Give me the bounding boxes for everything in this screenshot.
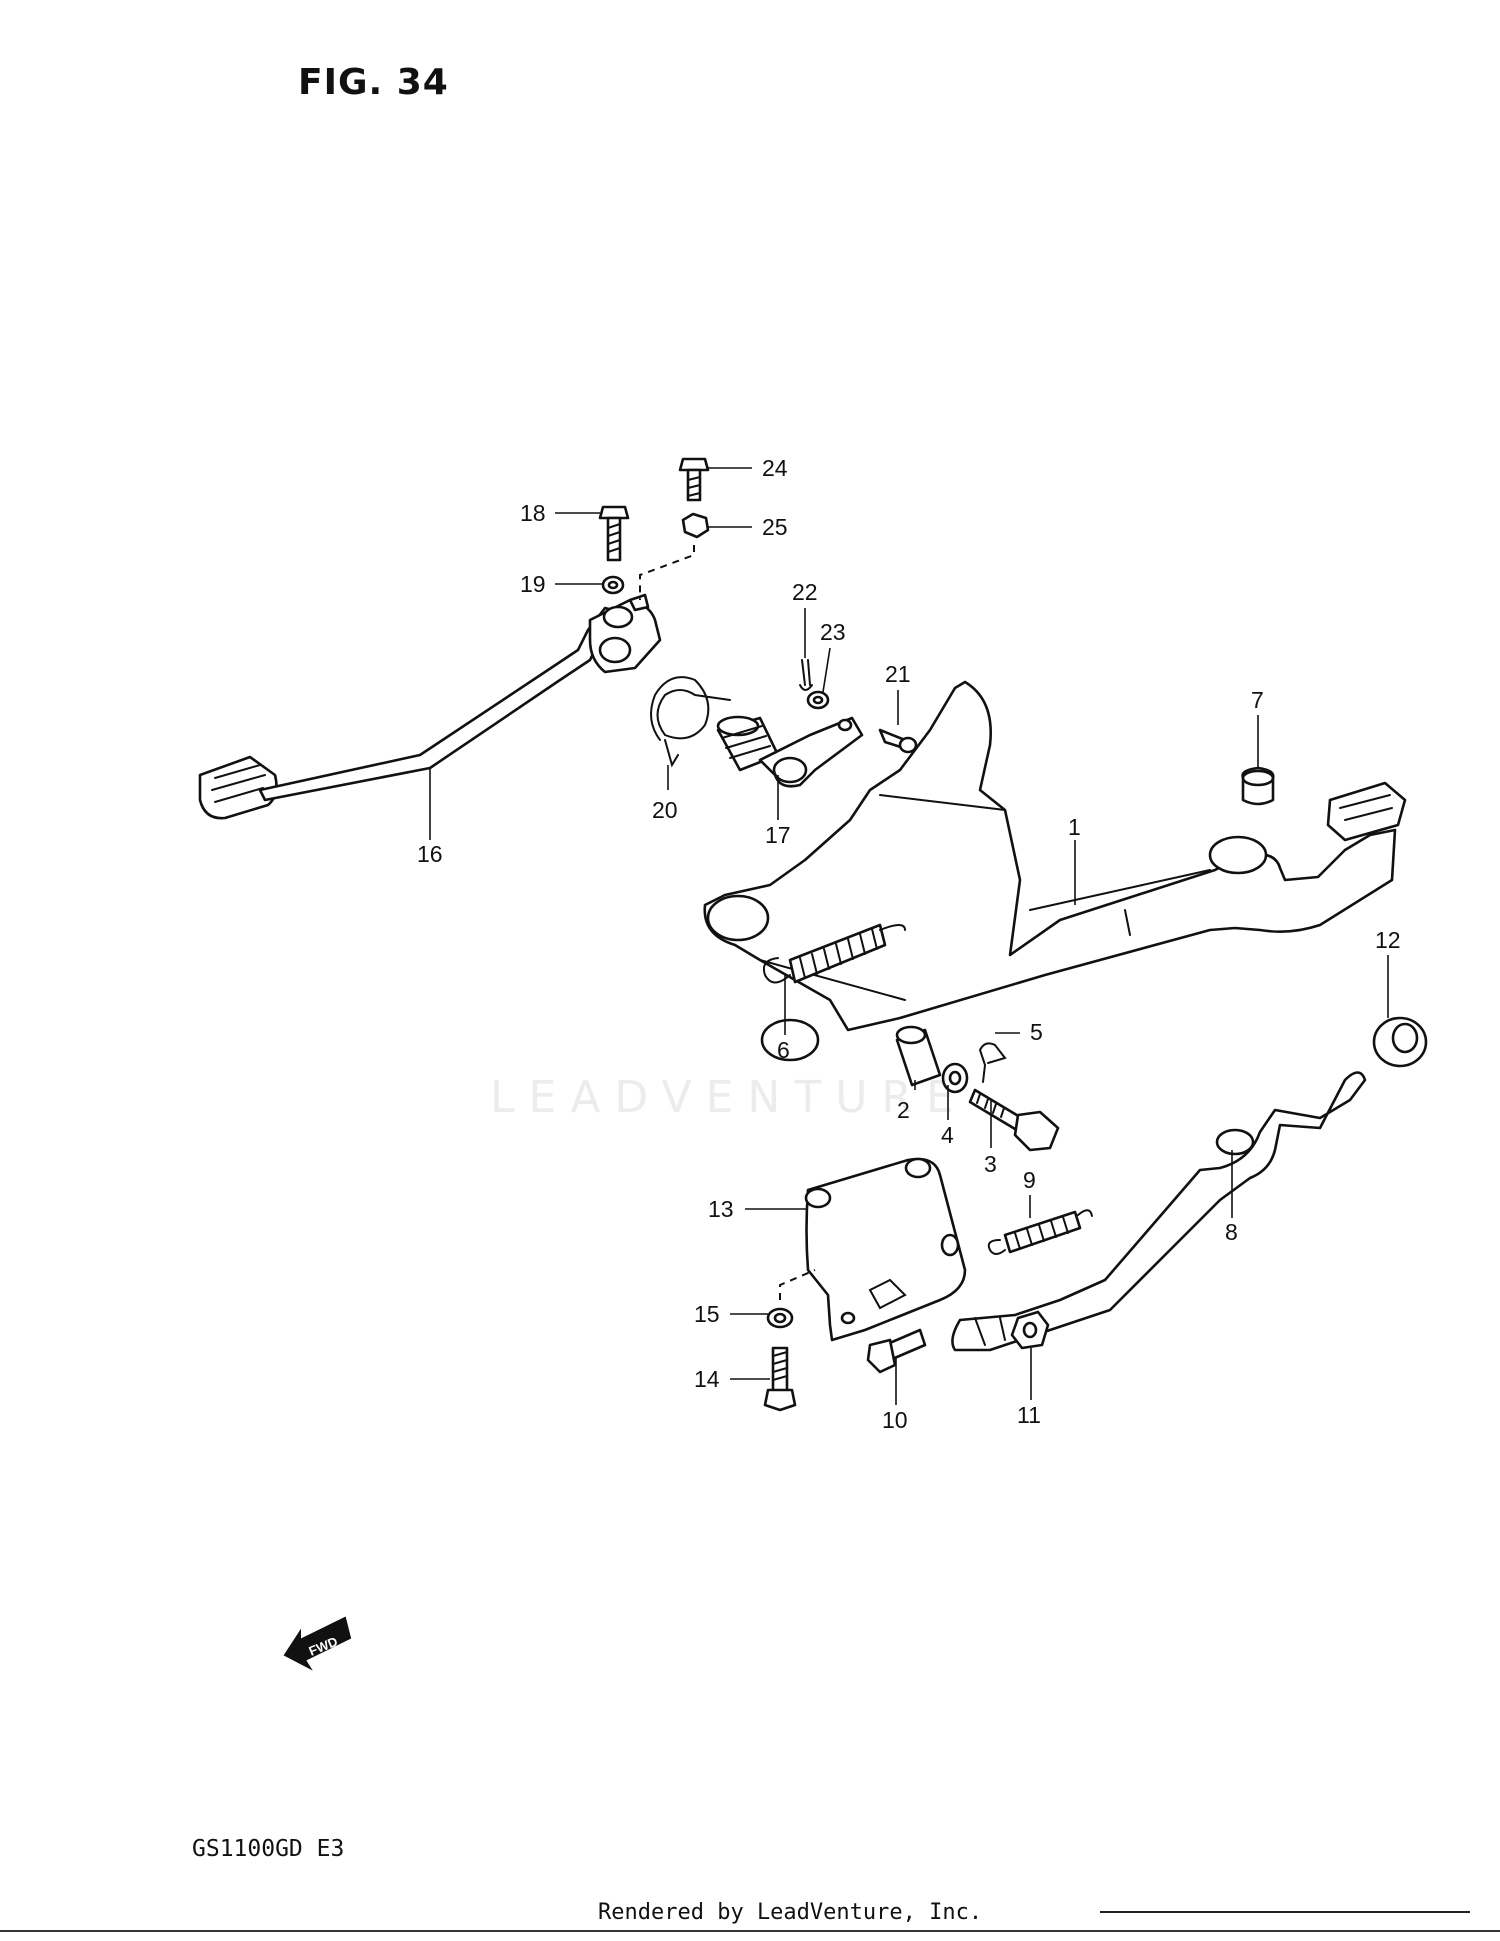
part-washer-19 <box>601 575 625 595</box>
callout-16: 16 <box>417 841 443 867</box>
part-nut-25 <box>681 512 710 539</box>
callout-2: 2 <box>897 1097 910 1123</box>
part-spring-6 <box>762 923 906 984</box>
part-stopper-7 <box>1241 766 1275 806</box>
callout-19: 19 <box>520 571 546 597</box>
callout-22: 22 <box>792 579 818 605</box>
footer-credit: Rendered by LeadVenture, Inc. <box>598 1900 983 1925</box>
part-collar-2 <box>895 1025 942 1087</box>
part-cotter-pin-22 <box>799 659 813 691</box>
callout-24: 24 <box>762 455 788 481</box>
part-pin-21 <box>878 728 918 754</box>
callout-23: 23 <box>820 619 846 645</box>
part-bolt-3 <box>968 1088 1060 1152</box>
callout-11: 11 <box>1017 1402 1041 1428</box>
callout-4: 4 <box>941 1122 954 1148</box>
page-bottom-line <box>0 1930 1500 1932</box>
callout-6: 6 <box>777 1037 790 1063</box>
watermark: LEADVENTURE <box>490 1072 968 1123</box>
part-clip-5 <box>978 1042 1007 1083</box>
part-side-stand-8 <box>951 1071 1367 1352</box>
callout-labels: 1 2 3 4 5 6 7 8 9 10 11 12 13 14 15 16 1… <box>417 455 1401 1433</box>
fwd-arrow-icon: FWD <box>283 1616 352 1671</box>
callout-21: 21 <box>885 661 911 687</box>
part-washer-23 <box>806 690 830 710</box>
callout-9: 9 <box>1023 1167 1036 1193</box>
assembly-line-15-13 <box>779 1269 816 1300</box>
part-spring-20 <box>650 676 731 768</box>
part-stopper-12 <box>1372 1016 1428 1068</box>
part-nut-11 <box>1010 1310 1050 1350</box>
callout-12: 12 <box>1375 927 1401 953</box>
part-bracket-13 <box>804 1157 967 1342</box>
part-bolt-24 <box>678 457 710 502</box>
assembly-line-24-19 <box>639 545 695 600</box>
part-spring-9 <box>987 1209 1093 1255</box>
part-bolt-14 <box>763 1346 797 1412</box>
callout-20: 20 <box>652 797 678 823</box>
callout-8: 8 <box>1225 1219 1238 1245</box>
callout-25: 25 <box>762 514 788 540</box>
footer-rule <box>1100 1911 1470 1913</box>
callout-17: 17 <box>765 822 791 848</box>
callout-18: 18 <box>520 500 546 526</box>
leader-lines <box>429 467 1389 1405</box>
callout-5: 5 <box>1030 1019 1043 1045</box>
part-washer-4 <box>941 1062 969 1094</box>
callout-7: 7 <box>1251 687 1264 713</box>
callout-15: 15 <box>694 1301 720 1327</box>
part-washer-15 <box>766 1307 794 1329</box>
part-bolt-10 <box>866 1328 927 1374</box>
part-brake-pedal-16 <box>198 593 662 820</box>
part-lever-shaft-17 <box>716 715 864 788</box>
figure-title: FIG. 34 <box>298 62 449 103</box>
callout-14: 14 <box>694 1366 720 1392</box>
part-bolt-18 <box>598 505 630 562</box>
callout-1: 1 <box>1068 814 1081 840</box>
model-code: GS1100GD E3 <box>192 1836 345 1862</box>
callout-3: 3 <box>984 1151 997 1177</box>
callout-13: 13 <box>708 1196 734 1222</box>
callout-10: 10 <box>882 1407 908 1433</box>
